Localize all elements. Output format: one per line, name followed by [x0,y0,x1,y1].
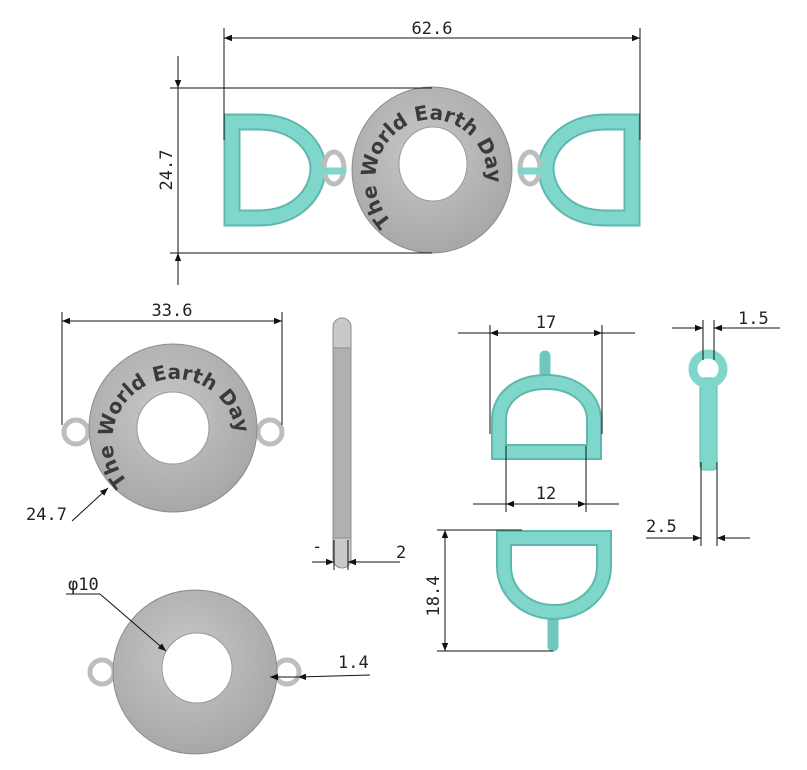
disc-side-view: - 2 [312,317,406,570]
svg-text:1.5: 1.5 [738,309,769,329]
dim-disc-thickness: - 2 [312,537,406,570]
disc-back-view: φ10 1.4 [66,575,371,755]
dim-assembly-height: 24.7 [157,56,432,285]
svg-text:1.4: 1.4 [338,653,369,673]
left-d-ring [223,113,327,227]
disc-front-view: The World Earth Day 33.6 24.7 [26,301,285,525]
svg-text:62.6: 62.6 [412,19,453,39]
disc-hole [136,391,210,465]
dim-d-ring-side-width: 2.5 [646,462,750,546]
dim-ear-wire: 1.4 [270,653,371,681]
svg-text:2: 2 [396,543,406,563]
dim-d-ring-outer: 17 [458,313,635,434]
d-ring-loop-side [688,349,728,389]
svg-text:24.7: 24.7 [157,150,177,191]
dim-d-ring-wire: 1.5 [672,309,780,360]
svg-text:-: - [312,537,322,557]
dim-d-ring-inner: 12 [473,446,619,512]
disc-body [332,347,352,539]
disc-hole [398,126,468,202]
right-ear-ring [255,417,285,447]
svg-text:18.4: 18.4 [424,576,444,617]
right-d-ring [537,113,641,227]
d-ring [493,375,600,458]
d-ring-front-view: 17 12 [458,313,635,512]
d-ring-side-view: 1.5 2.5 [646,309,780,546]
d-ring-side [699,377,718,471]
svg-text:33.6: 33.6 [152,301,193,321]
dim-hole-diameter: φ10 [66,575,167,652]
d-ring [498,532,610,619]
svg-text:24.7: 24.7 [26,505,67,525]
svg-text:17: 17 [536,313,556,333]
svg-text:12: 12 [536,484,556,504]
dim-assembly-width: 62.6 [223,19,641,140]
left-ear-ring [61,417,91,447]
left-ear-ring [87,657,117,687]
dim-d-ring-height: 18.4 [424,529,553,652]
svg-text:2.5: 2.5 [646,517,677,537]
d-ring-top-view: 18.4 [424,529,612,652]
dim-disc-width: 33.6 [61,301,283,425]
disc-hole [161,632,233,704]
right-ear-ring [272,657,302,687]
svg-text:φ10: φ10 [68,575,99,595]
dim-disc-diameter: 24.7 [26,487,109,525]
assembly-view: The World Earth Day 62.6 24.7 [157,19,641,285]
